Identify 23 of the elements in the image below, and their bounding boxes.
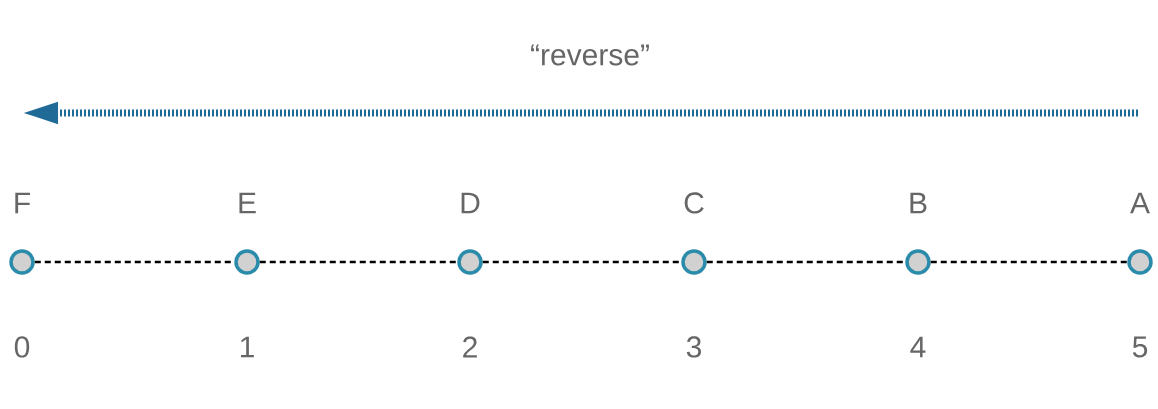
index-number: 2	[463, 336, 477, 358]
index-number: 4	[910, 336, 926, 358]
dashed-line	[259, 260, 458, 264]
point-letter: F	[15, 192, 30, 214]
point-circle	[9, 249, 35, 275]
point-letter: D	[461, 192, 480, 214]
point-circle	[234, 249, 260, 275]
dashed-line	[482, 260, 682, 264]
arrow-label: “reverse”	[531, 44, 649, 66]
point-letter: A	[1130, 192, 1150, 214]
index-number: 3	[686, 336, 702, 358]
point-circle	[1127, 249, 1153, 275]
dashed-line	[930, 260, 1128, 264]
dashed-line	[706, 260, 906, 264]
point-letter: C	[684, 192, 704, 214]
point-circle	[681, 249, 707, 275]
index-number: 5	[1132, 336, 1148, 358]
index-number: 0	[14, 336, 30, 358]
point-letter: B	[910, 192, 927, 214]
point-circle	[457, 249, 483, 275]
point-circle	[905, 249, 931, 275]
point-letter: E	[239, 192, 256, 214]
index-number: 1	[240, 336, 254, 358]
